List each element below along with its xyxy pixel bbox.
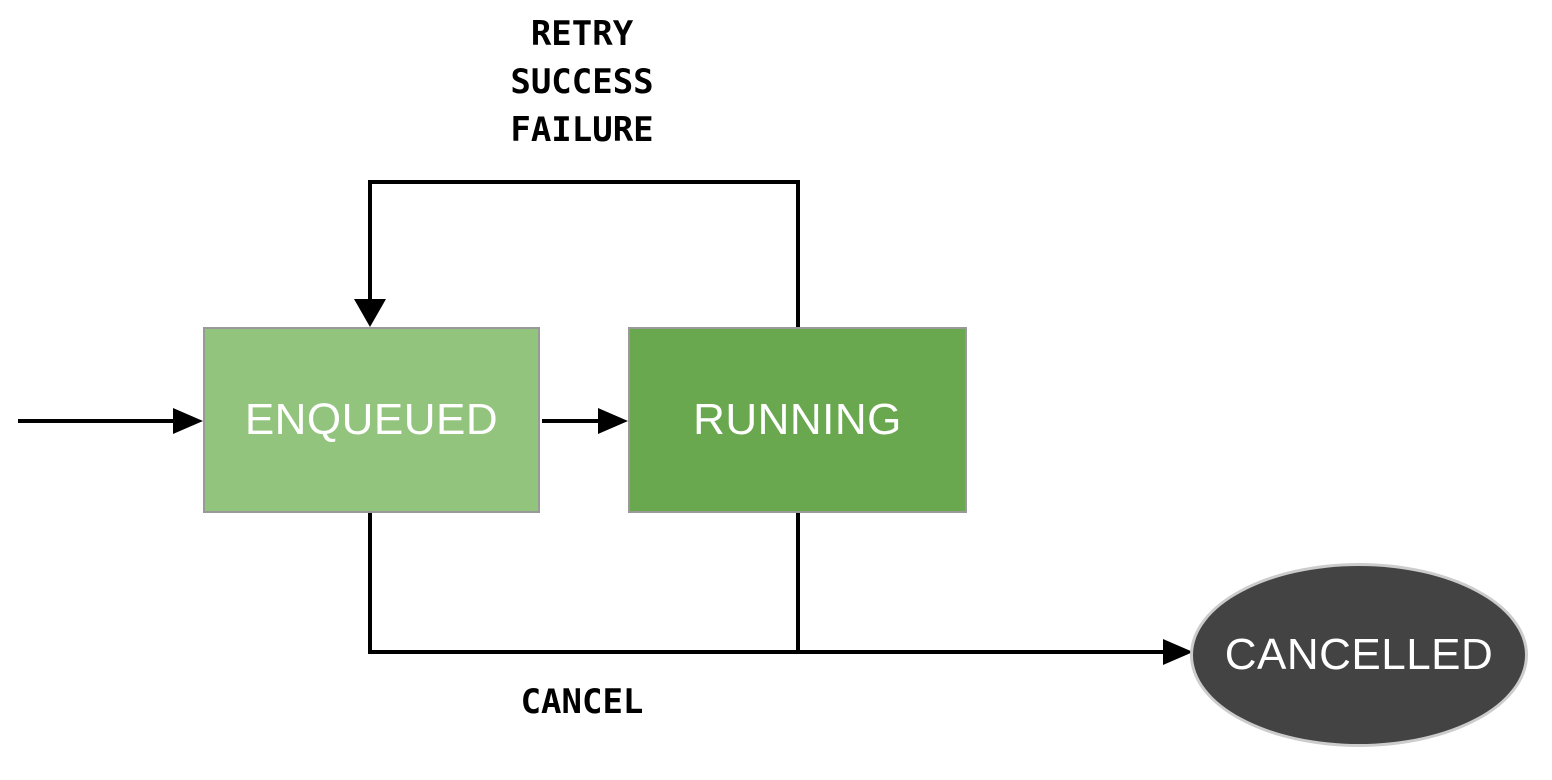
success-label: SUCCESS bbox=[510, 62, 654, 102]
cancel-line-down-from-running bbox=[796, 513, 800, 652]
start-arrowhead-icon bbox=[173, 408, 203, 434]
state-running-label: RUNNING bbox=[693, 395, 902, 444]
enqueued-to-running-line bbox=[542, 419, 602, 423]
state-enqueued-label: ENQUEUED bbox=[244, 395, 499, 444]
state-running: RUNNING bbox=[628, 327, 967, 513]
loop-arrowhead-icon bbox=[354, 299, 386, 327]
start-transition-line bbox=[18, 419, 176, 423]
cancel-label: CANCEL bbox=[520, 682, 644, 722]
loop-line-top-horizontal bbox=[368, 180, 800, 184]
cancel-line-horizontal bbox=[368, 650, 1163, 654]
loop-line-down-to-enqueued bbox=[368, 182, 372, 300]
retry-label: RETRY bbox=[530, 14, 634, 54]
cancel-line-down-from-enqueued bbox=[368, 513, 372, 652]
state-cancelled-label: CANCELLED bbox=[1224, 630, 1494, 679]
loop-transition-labels: RETRY SUCCESS FAILURE bbox=[430, 10, 734, 154]
cancel-transition-label: CANCEL bbox=[430, 678, 734, 726]
state-enqueued: ENQUEUED bbox=[203, 327, 540, 513]
failure-label: FAILURE bbox=[510, 110, 654, 150]
loop-line-up-from-running bbox=[796, 182, 800, 327]
state-cancelled: CANCELLED bbox=[1190, 563, 1528, 747]
enqueued-to-running-arrowhead-icon bbox=[598, 408, 628, 434]
cancel-arrowhead-icon bbox=[1163, 639, 1193, 665]
